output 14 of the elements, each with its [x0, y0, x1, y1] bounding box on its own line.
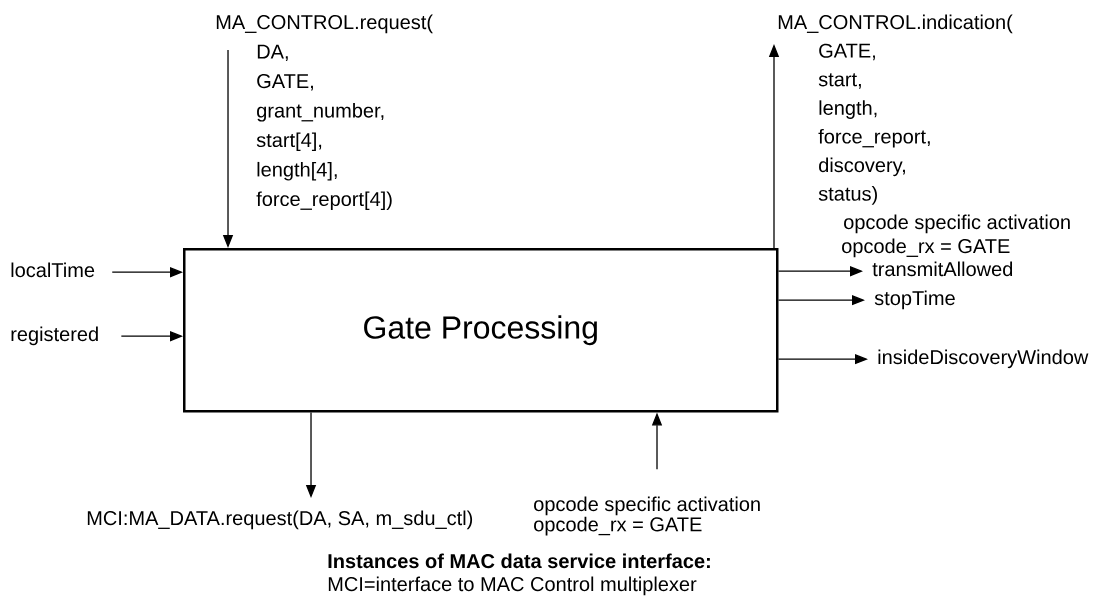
signal-label: localTime: [11, 262, 95, 278]
condition-text: opcode_rx = GATE: [842, 238, 1010, 258]
process-box: Gate Processing: [183, 248, 779, 413]
signal-label: stopTime: [874, 290, 955, 310]
signal-label: insideDiscoveryWindow: [878, 349, 1089, 369]
signal-list: MA_CONTROL.indication( GATE, start, length, force_report, discovery, status): [778, 14, 1013, 205]
signal-label: MCI:MA_DATA.request(DA, SA, m_sdu_ctl): [87, 510, 473, 530]
condition-text: opcode specific activation opcode_rx = GATE: [534, 496, 760, 536]
signal-label: transmitAllowed: [872, 261, 1013, 277]
note-heading: Instances of MAC data service interface:: [328, 553, 710, 569]
note-text: MCI=interface to MAC Control multiplexer: [328, 576, 697, 596]
signal-list: MA_CONTROL.request( DA, GATE, grant_number, start[4], length[4], force_report[4]): [216, 14, 433, 211]
signal-label: registered: [11, 326, 98, 346]
condition-text: opcode specific activation: [844, 214, 1070, 234]
